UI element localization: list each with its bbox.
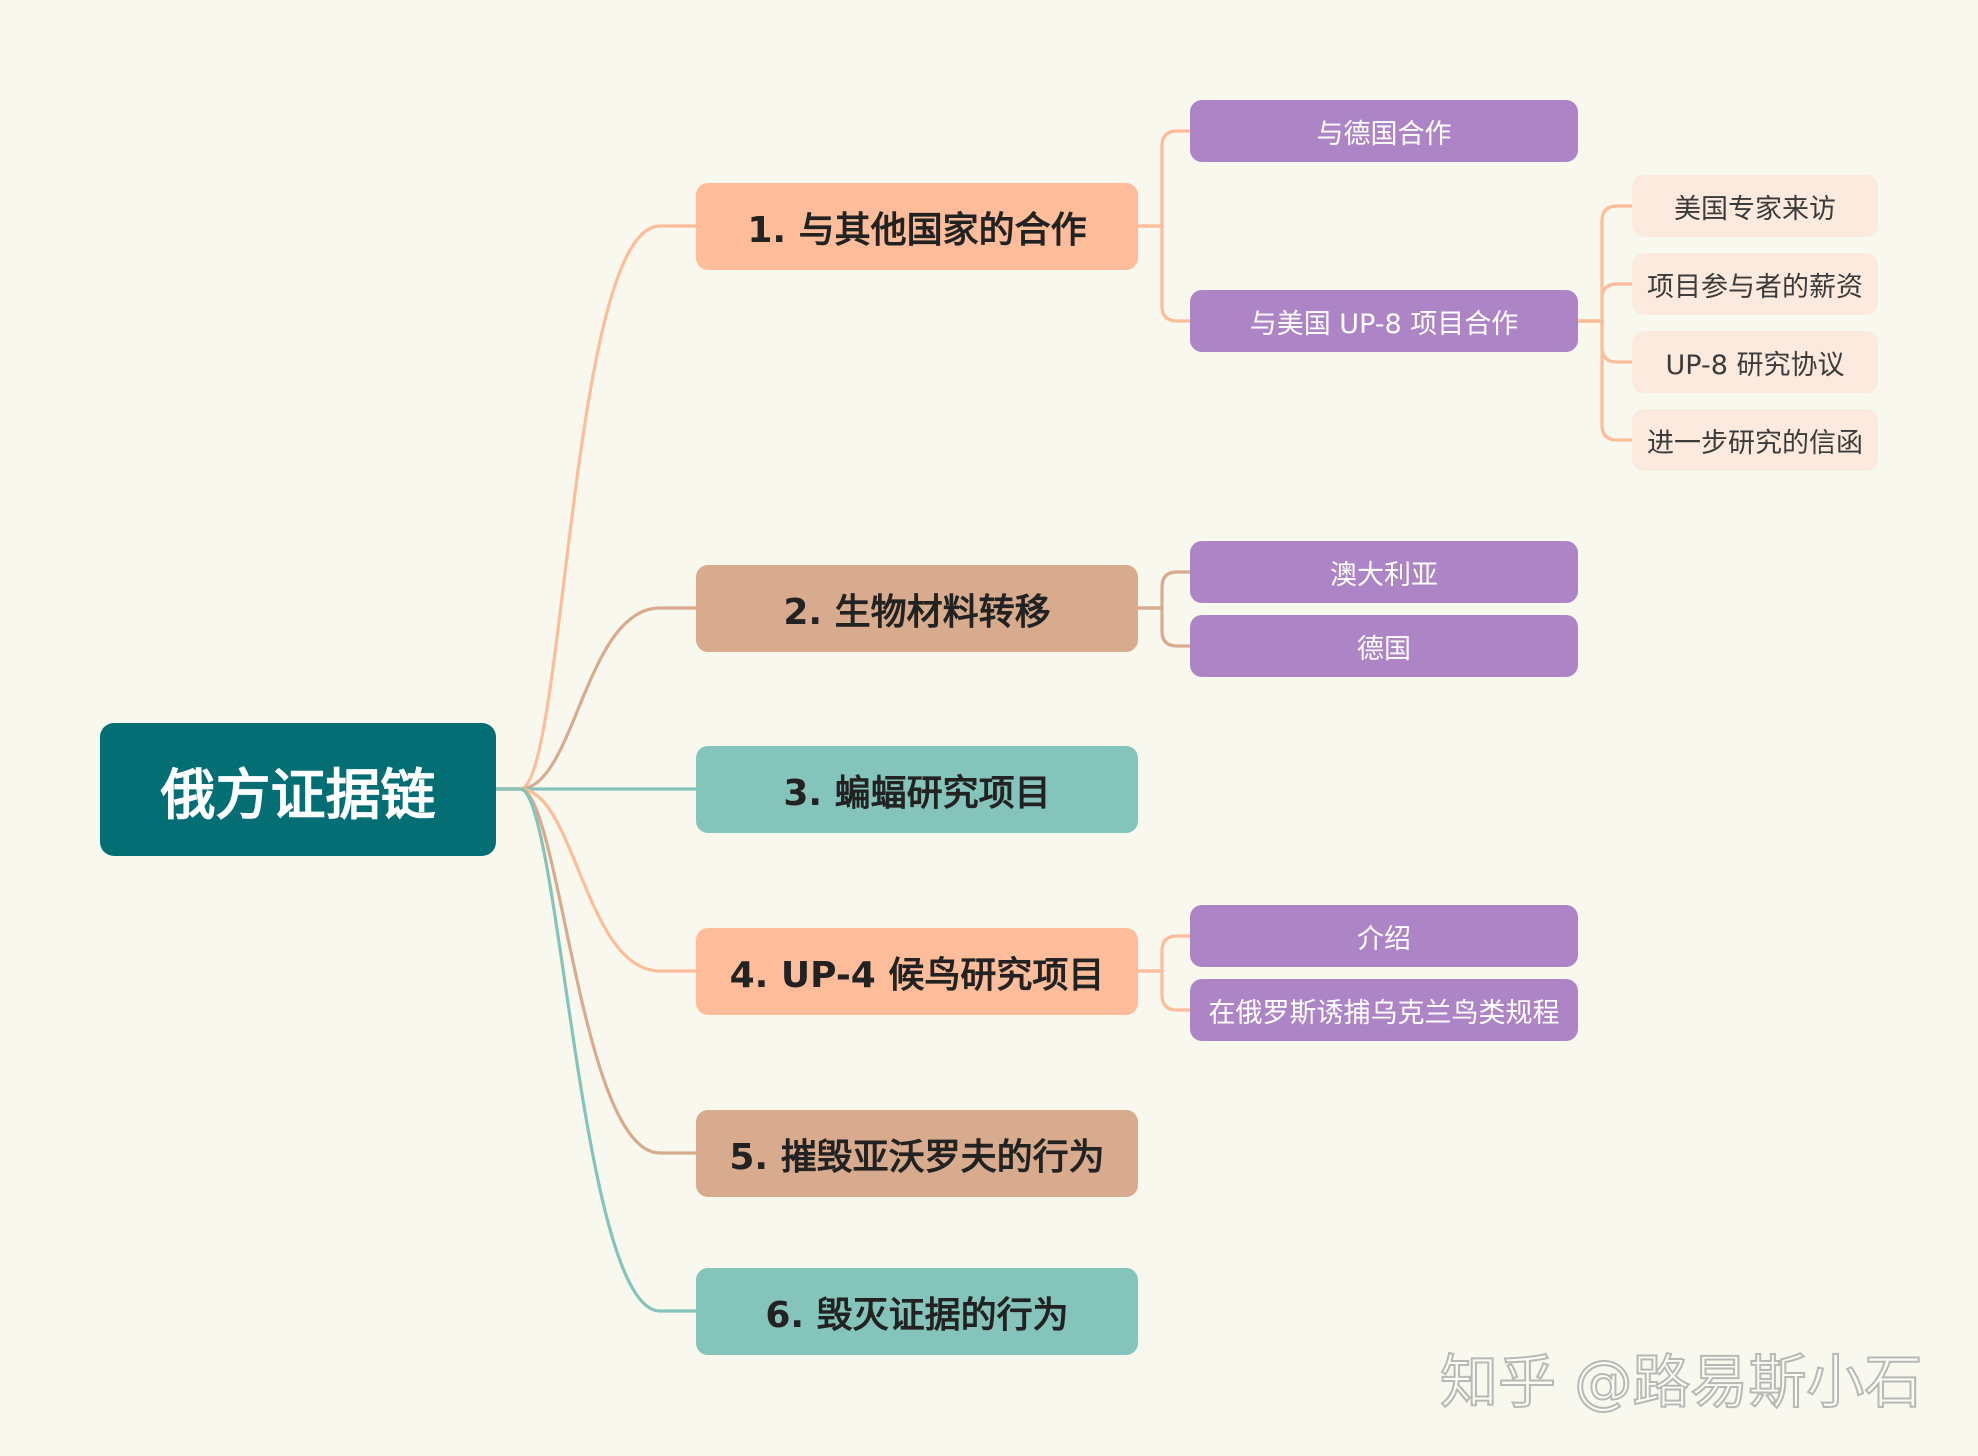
connector-root-branch-1 — [494, 224, 698, 791]
sub-node-introduction[interactable]: 介绍 — [1190, 905, 1578, 967]
branch-node-1[interactable]: 1. 与其他国家的合作 — [696, 183, 1138, 270]
root-node[interactable]: 俄方证据链 — [100, 723, 496, 856]
leaf-node-up8-protocol[interactable]: UP-8 研究协议 — [1632, 331, 1878, 393]
connector-root-branch-4 — [494, 787, 698, 973]
branch-node-3[interactable]: 3. 蝙蝠研究项目 — [696, 746, 1138, 833]
leaf-node-us-experts-visit[interactable]: 美国专家来访 — [1632, 175, 1878, 237]
branch-node-2[interactable]: 2. 生物材料转移 — [696, 565, 1138, 652]
branch-node-4[interactable]: 4. UP-4 候鸟研究项目 — [696, 928, 1138, 1015]
connector-branch-1-sub-1 — [1136, 129, 1192, 228]
branch-node-6[interactable]: 6. 毁灭证据的行为 — [696, 1268, 1138, 1355]
connector-up8-leaf-4 — [1576, 319, 1634, 442]
leaf-node-participant-salaries[interactable]: 项目参与者的薪资 — [1632, 253, 1878, 315]
connector-up8-leaf-3 — [1576, 319, 1634, 364]
sub-node-us-up8-cooperation[interactable]: 与美国 UP-8 项目合作 — [1190, 290, 1578, 352]
leaf-node-further-research-letter[interactable]: 进一步研究的信函 — [1632, 409, 1878, 471]
connector-branch-2-sub-2 — [1136, 606, 1192, 648]
connector-root-branch-2 — [494, 606, 698, 791]
sub-node-germany[interactable]: 德国 — [1190, 615, 1578, 677]
sub-node-bird-trapping-protocol[interactable]: 在俄罗斯诱捕乌克兰鸟类规程 — [1190, 979, 1578, 1041]
sub-node-australia[interactable]: 澳大利亚 — [1190, 541, 1578, 603]
connector-up8-leaf-2 — [1576, 282, 1634, 323]
connector-branch-1-sub-2 — [1136, 224, 1192, 323]
connector-branch-2-sub-1 — [1136, 570, 1192, 610]
branch-node-5[interactable]: 5. 摧毁亚沃罗夫的行为 — [696, 1110, 1138, 1197]
connector-branch-4-sub-2 — [1136, 969, 1192, 1012]
connector-root-branch-6 — [494, 787, 698, 1313]
connector-root-branch-5 — [494, 787, 698, 1155]
connector-branch-4-sub-1 — [1136, 934, 1192, 973]
connector-up8-leaf-1 — [1576, 204, 1634, 323]
watermark: 知乎 @路易斯小石 — [1439, 1347, 1923, 1417]
sub-node-germany-cooperation[interactable]: 与德国合作 — [1190, 100, 1578, 162]
